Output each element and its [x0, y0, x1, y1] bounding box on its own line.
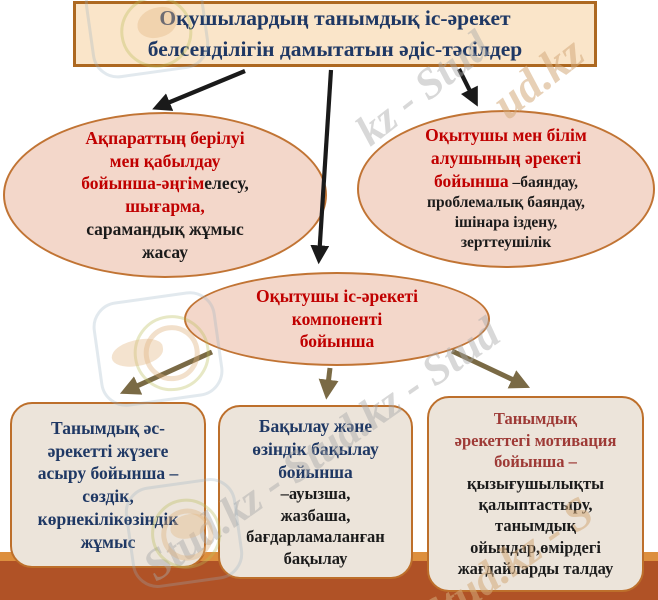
node-information-delivery: Ақпараттың берілуі мен қабылдау бойынша-…: [3, 112, 327, 278]
node-cognitive-motivation: Танымдық әрекеттегі мотивация бойынша – …: [427, 396, 644, 592]
node-line-segment: бойынша: [434, 170, 509, 191]
node-line: Оқытушы мен білім: [425, 125, 587, 146]
node-line: ішінара іздену,: [454, 214, 558, 232]
node-line: ойындар,өмірдегі: [470, 537, 601, 557]
node-line-segment: бойынша-әңгім: [81, 173, 205, 194]
node-control-self-control: Бақылау және өзіндік бақылау бойынша –ау…: [218, 405, 413, 579]
node-teacher-activity-component: Оқытушы іс-әрекеті компоненті бойынша: [184, 272, 490, 366]
node-line: алушының әрекеті: [430, 148, 582, 169]
node-line: бойынша –: [494, 452, 577, 472]
node-line: шығарма,: [125, 196, 205, 216]
arrow-center-to-middle-box: [318, 367, 339, 400]
node-line: бағдарламаланған: [246, 527, 385, 547]
node-line: бойынша: [278, 461, 353, 482]
title-line-1: Оқушылардың танымдық іс-әрекет: [159, 6, 511, 31]
node-line: Бақылау және: [258, 416, 373, 436]
arrow-title-to-right-ellipse: [457, 68, 478, 107]
title-box: Оқушылардың танымдық іс-әрекет белсенділ…: [73, 1, 597, 67]
node-line: бойынша-әңгімелесу,: [81, 172, 249, 195]
node-line: сарамандық жұмыс: [86, 218, 244, 239]
node-line: бақылау: [283, 548, 348, 568]
title-line-2: белсенділігін дамытатын әдіс-тәсілдер: [147, 37, 523, 61]
node-line: Танымдық: [493, 409, 578, 429]
node-line: сөздік,: [82, 486, 134, 506]
node-line: зерттеушілік: [460, 234, 552, 252]
node-cognitive-activity-implementation: Танымдық әс- әрекетті жүзеге асыру бойын…: [10, 402, 206, 568]
node-line-segment: елесу,: [204, 173, 249, 194]
node-teacher-student-action: Оқытушы мен білім алушының әрекеті бойын…: [357, 110, 655, 268]
node-line: проблемалық баяндау,: [427, 194, 585, 212]
node-line: жұмыс: [80, 531, 136, 552]
node-line-segment: –баяндау,: [508, 173, 578, 191]
node-line: –ауызша,: [280, 484, 351, 504]
node-line: бойынша: [299, 331, 375, 352]
node-line: қалыптастыру,: [478, 495, 593, 514]
node-line: Ақпараттың берілуі: [85, 127, 245, 148]
node-line: мен қабылдау: [109, 150, 221, 171]
arrow-center-to-left-box: [119, 349, 214, 395]
arrow-center-to-right-box: [450, 348, 531, 389]
node-line: Танымдық әс-: [51, 417, 165, 438]
node-line: әрекетті жүзеге: [47, 440, 169, 461]
node-line: асыру бойынша –: [37, 463, 179, 484]
arrow-title-to-left-ellipse: [152, 69, 246, 111]
node-line: Оқытушы іс-әрекеті: [256, 285, 418, 306]
node-line: қызығушылықты: [466, 473, 605, 493]
node-line: жасау: [141, 241, 189, 262]
node-line: жағдайларды талдау: [457, 559, 614, 579]
node-line: компоненті: [291, 308, 383, 329]
node-line: өзіндік бақылау: [252, 438, 379, 459]
node-line: көрнекілікөзіндік: [37, 508, 179, 529]
arrow-title-to-center-ellipse: [310, 69, 334, 265]
node-line: танымдық: [495, 516, 576, 536]
node-line: бойынша –баяндау,: [434, 170, 578, 193]
node-line: жазбаша,: [280, 505, 351, 525]
node-line: әрекеттегі мотивация: [454, 430, 617, 450]
